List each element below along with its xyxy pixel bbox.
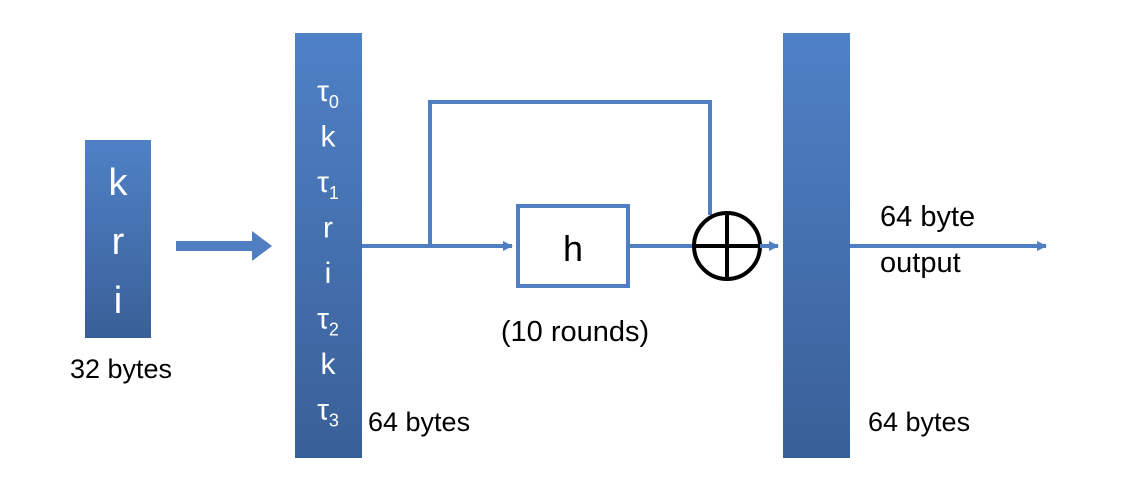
output-block: [783, 33, 850, 458]
input-block-rows: kri: [109, 162, 129, 322]
output-size-label: 64 bytes: [868, 407, 970, 437]
state-row-label: k: [321, 121, 337, 154]
input-size-label: 32 bytes: [70, 354, 172, 384]
output-label-line2: output: [880, 247, 961, 279]
hash-box: [516, 204, 630, 288]
input-row-label: r: [112, 221, 125, 263]
state-row-label: r: [323, 212, 333, 245]
xor-icon: [692, 211, 762, 281]
feed-forward-path: [362, 100, 712, 248]
state-block: [295, 33, 362, 458]
hash-box-label: h: [563, 228, 583, 269]
state-row-label: τ1: [317, 166, 339, 203]
state-row-label: τ3: [317, 394, 339, 431]
state-size-label: 64 bytes: [368, 407, 470, 437]
input-block: [85, 140, 151, 338]
state-row-label: τ0: [317, 75, 339, 112]
state-row-label: i: [325, 257, 332, 290]
hash-rounds-caption: (10 rounds): [501, 316, 649, 348]
input-row-label: i: [114, 280, 122, 322]
output-label-line1: 64 byte: [880, 201, 975, 233]
state-row-label: k: [321, 348, 337, 381]
state-row-label: τ2: [317, 303, 339, 340]
input-to-state-arrow: [176, 231, 272, 261]
input-row-label: k: [109, 162, 129, 204]
state-block-rows: τ0 k τ1 ri τ2 k τ3: [317, 75, 339, 431]
